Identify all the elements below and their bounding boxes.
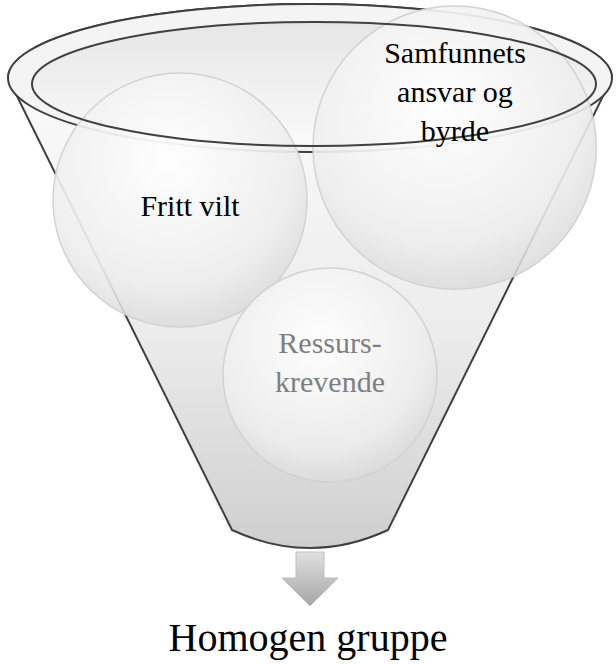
down-arrow <box>282 552 338 606</box>
circle-outline <box>223 268 437 482</box>
circle-outline <box>313 6 596 289</box>
circle-text: Ressurs- krevende <box>260 323 400 401</box>
circle-node: Samfunnets ansvar og byrde <box>312 5 597 290</box>
funnel-body <box>8 4 612 548</box>
circle-text: Fritt vilt <box>90 186 290 225</box>
circle-node: Ressurs- krevende <box>222 267 438 483</box>
funnel-rim-line <box>32 22 596 146</box>
result-label: Homogen gruppe <box>169 614 448 662</box>
circle-text: Samfunnets ansvar og byrde <box>369 33 541 150</box>
